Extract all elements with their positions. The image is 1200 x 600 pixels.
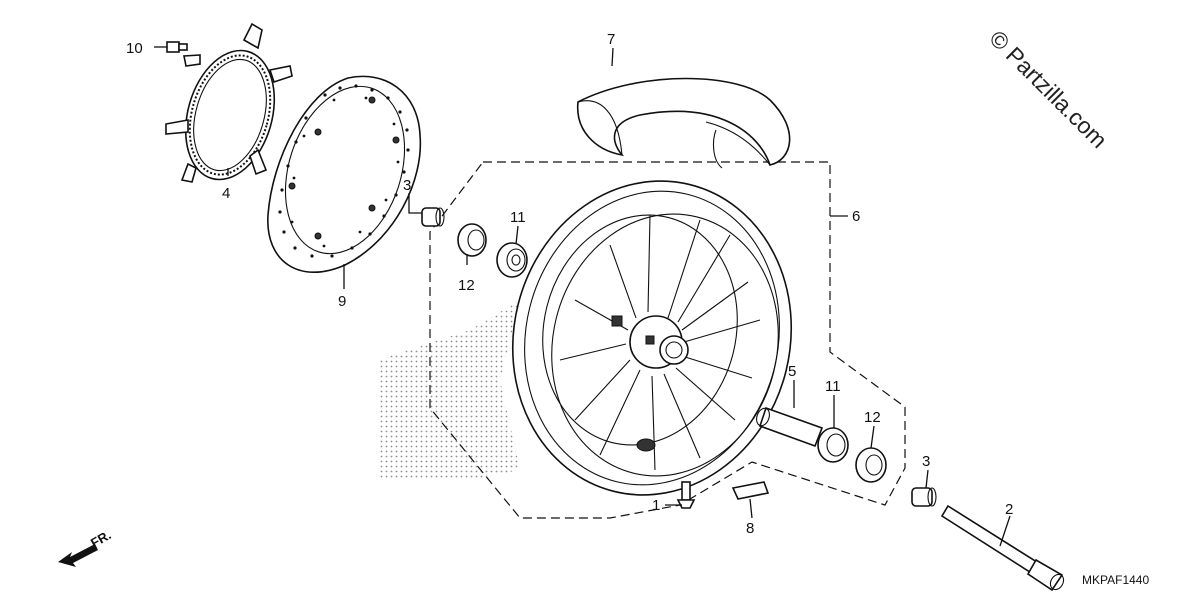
callout-10: 10	[126, 40, 143, 57]
callout-9: 9	[338, 293, 346, 310]
shadow-area	[378, 300, 520, 480]
sensor-ring-icon	[165, 22, 293, 183]
callout-12-right: 12	[864, 409, 881, 426]
callout-4: 4	[222, 185, 230, 202]
callout-3-left: 3	[403, 177, 411, 194]
callout-2: 2	[1005, 501, 1013, 518]
wheel-icon	[511, 180, 793, 496]
callout-11-right: 11	[825, 378, 841, 395]
diagram-code: MKPAF1440	[1082, 573, 1149, 587]
bearing-icon	[496, 242, 528, 278]
tire-icon	[576, 77, 791, 169]
leader-lines	[154, 46, 1011, 547]
bolt-icon	[166, 41, 188, 53]
collar-icon	[421, 207, 445, 227]
spacer-icon	[756, 406, 824, 448]
oil-seal-icon	[457, 223, 487, 257]
callout-11-left: 11	[510, 209, 526, 226]
oil-seal-icon	[855, 447, 887, 483]
callout-8: 8	[746, 520, 754, 537]
callout-6: 6	[852, 208, 860, 225]
callout-5: 5	[788, 363, 796, 380]
callout-1: 1	[652, 497, 660, 514]
weight-icon	[731, 481, 770, 500]
axle-icon	[940, 504, 1065, 592]
bearing-icon	[817, 427, 849, 463]
callout-7: 7	[607, 31, 615, 48]
callout-3-right: 3	[922, 453, 930, 470]
brake-disc-icon	[267, 75, 422, 274]
front-arrow-icon	[58, 544, 98, 567]
assembly-boundary	[429, 161, 906, 519]
watermark: © Partzilla.com	[984, 25, 1112, 153]
collar-icon	[911, 487, 937, 507]
callout-12-left: 12	[458, 277, 475, 294]
